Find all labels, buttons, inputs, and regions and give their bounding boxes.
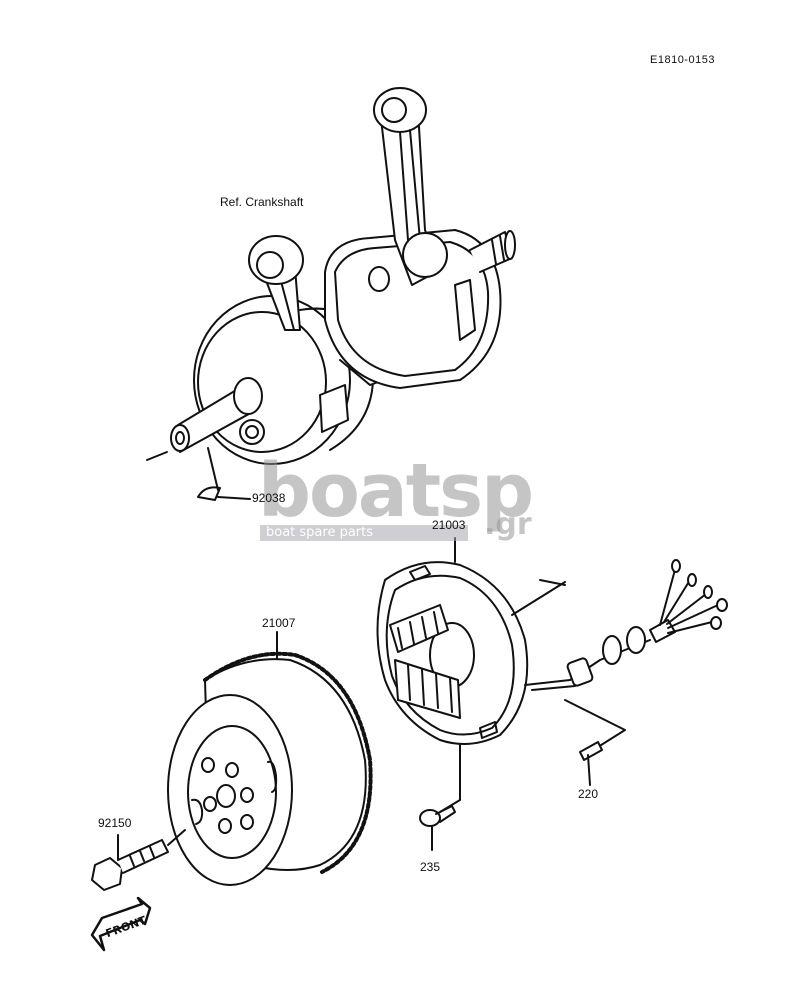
label-21007: 21007 (262, 616, 296, 630)
stator-drawing (376, 537, 728, 851)
flywheel-drawing (167, 631, 373, 886)
drawing-code: E1810-0153 (650, 54, 715, 66)
label-220: 220 (578, 787, 599, 801)
label-ref-crankshaft: Ref. Crankshaft (220, 195, 304, 209)
woodruff-key-drawing (197, 447, 251, 501)
label-92150: 92150 (98, 816, 132, 830)
label-21003: 21003 (432, 518, 466, 532)
bolt-drawing (91, 829, 186, 891)
watermark-tagline: boat spare parts (260, 525, 468, 541)
watermark-suffix: .gr (484, 507, 532, 542)
label-235: 235 (420, 860, 441, 874)
watermark-brand: boatsp (258, 448, 534, 534)
label-92038: 92038 (252, 491, 286, 505)
front-arrow (90, 896, 152, 952)
crankshaft-drawing (146, 87, 516, 465)
